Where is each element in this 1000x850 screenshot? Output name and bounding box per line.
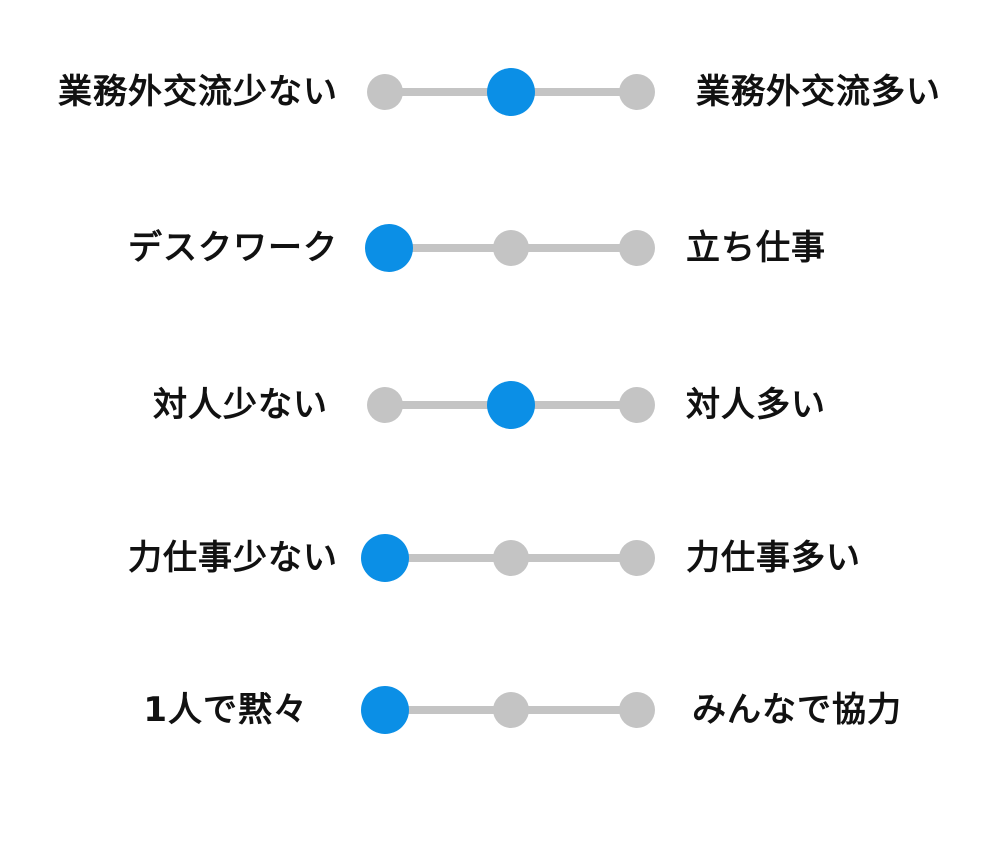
scale-dot-2[interactable] [619, 540, 655, 576]
scale-left-label: 力仕事少ない [128, 538, 338, 578]
scale-dot-2[interactable] [619, 387, 655, 423]
scale-dot-0[interactable] [361, 686, 409, 734]
scale-dot-0[interactable] [361, 534, 409, 582]
scale-left-label: デスクワーク [128, 228, 338, 268]
scale-right-label: みんなで協力 [692, 690, 902, 730]
scale-right-label: 対人多い [686, 385, 826, 425]
scale-row-physical: 力仕事少ない 力仕事多い [0, 528, 1000, 588]
scale-dot-1[interactable] [493, 230, 529, 266]
scale-dot-2[interactable] [619, 230, 655, 266]
scale-left-label: 1人で黙々 [143, 690, 308, 730]
scale-row-interaction: 業務外交流少ない 業務外交流多い [0, 62, 1000, 122]
scale-dot-0[interactable] [367, 387, 403, 423]
scale-dot-0[interactable] [367, 74, 403, 110]
scale-dot-1[interactable] [487, 381, 535, 429]
scale-left-label: 対人少ない [153, 385, 328, 425]
scale-row-teamwork: 1人で黙々 みんなで協力 [0, 680, 1000, 740]
scale-left-label: 業務外交流少ない [58, 72, 338, 112]
scale-dot-2[interactable] [619, 692, 655, 728]
scale-right-label: 業務外交流多い [696, 72, 941, 112]
scale-right-label: 力仕事多い [686, 538, 861, 578]
scale-dot-1[interactable] [487, 68, 535, 116]
scale-row-people: 対人少ない 対人多い [0, 375, 1000, 435]
scale-dot-0[interactable] [365, 224, 413, 272]
scale-right-label: 立ち仕事 [686, 228, 826, 268]
scale-dot-1[interactable] [493, 692, 529, 728]
scale-dot-1[interactable] [493, 540, 529, 576]
scale-row-desk: デスクワーク 立ち仕事 [0, 218, 1000, 278]
scale-dot-2[interactable] [619, 74, 655, 110]
